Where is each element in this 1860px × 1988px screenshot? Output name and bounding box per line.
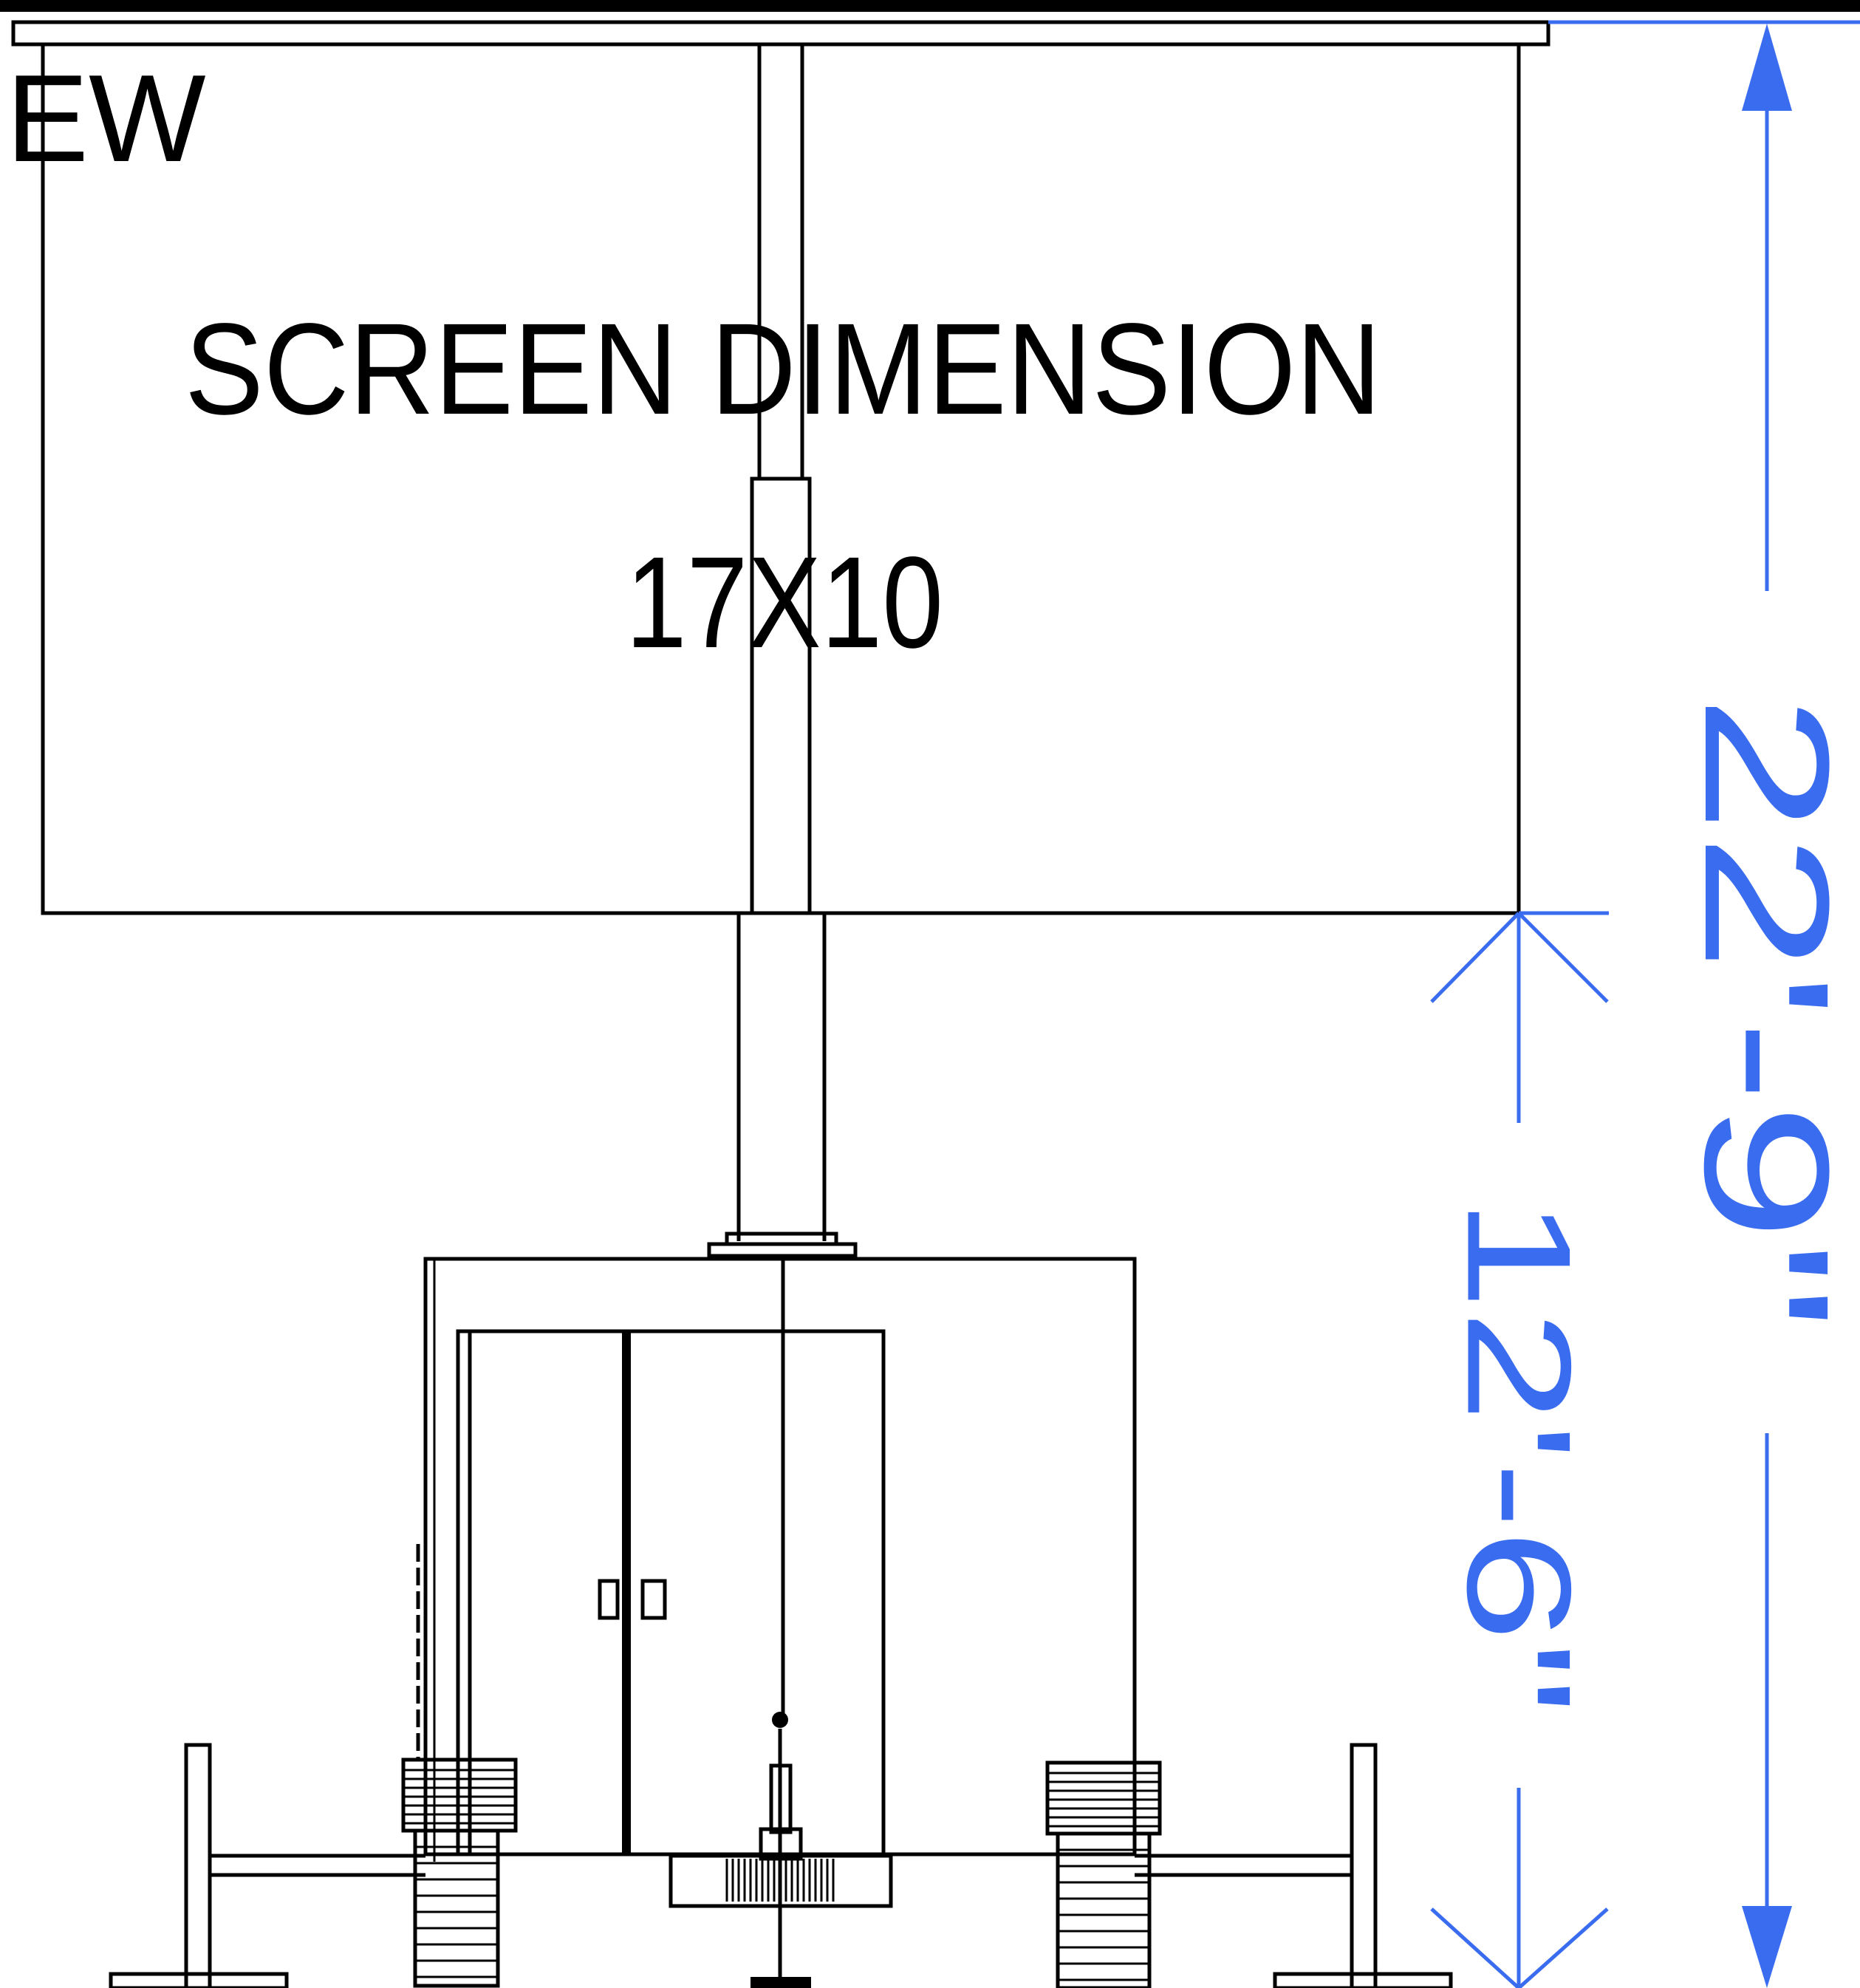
right-wheel-tread: [1056, 1831, 1152, 1988]
overall-arrow-top: [1742, 24, 1792, 111]
hitch-grille: [725, 1859, 835, 1902]
left-wheel-tread: [413, 1828, 500, 1988]
mast-base-flange: [707, 1242, 858, 1258]
door-handle-right: [640, 1579, 667, 1620]
left-wheel-hub-stripes: [403, 1769, 516, 1825]
right-wheel-hub-stripes: [1047, 1772, 1160, 1828]
right-wheel-tread-stripes: [1058, 1848, 1149, 1981]
center-jack: [769, 1763, 793, 1834]
left-outrigger-foot: [109, 1972, 289, 1988]
cable-knob: [772, 1712, 788, 1728]
screen-title: SCREEN DIMENSION: [185, 297, 1381, 442]
bottom-height-label: 12'-6": [1437, 1197, 1601, 1714]
bottom-tick-bottom-a: [1430, 1907, 1520, 1988]
screen-size: 17X10: [626, 530, 943, 675]
center-foot: [751, 1977, 811, 1988]
door-divider: [622, 1331, 631, 1854]
left-wheel-tread-stripes: [415, 1845, 498, 1978]
right-outrigger-foot: [1273, 1972, 1453, 1988]
door-handle-left: [598, 1579, 620, 1620]
top-edge-band: [0, 0, 1860, 12]
bottom-tick-top-b: [1517, 912, 1609, 1003]
view-label: EW: [6, 49, 206, 188]
bottom-tick-bottom-b: [1517, 1907, 1609, 1988]
overall-height-label: 22'-9": [1668, 694, 1860, 1330]
hitch-box: [669, 1854, 893, 1908]
screen-header-bar: [11, 20, 1550, 47]
right-outrigger-post: [1350, 1743, 1378, 1988]
left-outrigger-post: [184, 1743, 212, 1988]
trailer-door-frame: [456, 1329, 886, 1857]
overall-arrow-bottom: [1742, 1906, 1792, 1988]
bottom-tick-top-a: [1430, 912, 1520, 1003]
mast-upper-sleeve: [750, 476, 812, 915]
